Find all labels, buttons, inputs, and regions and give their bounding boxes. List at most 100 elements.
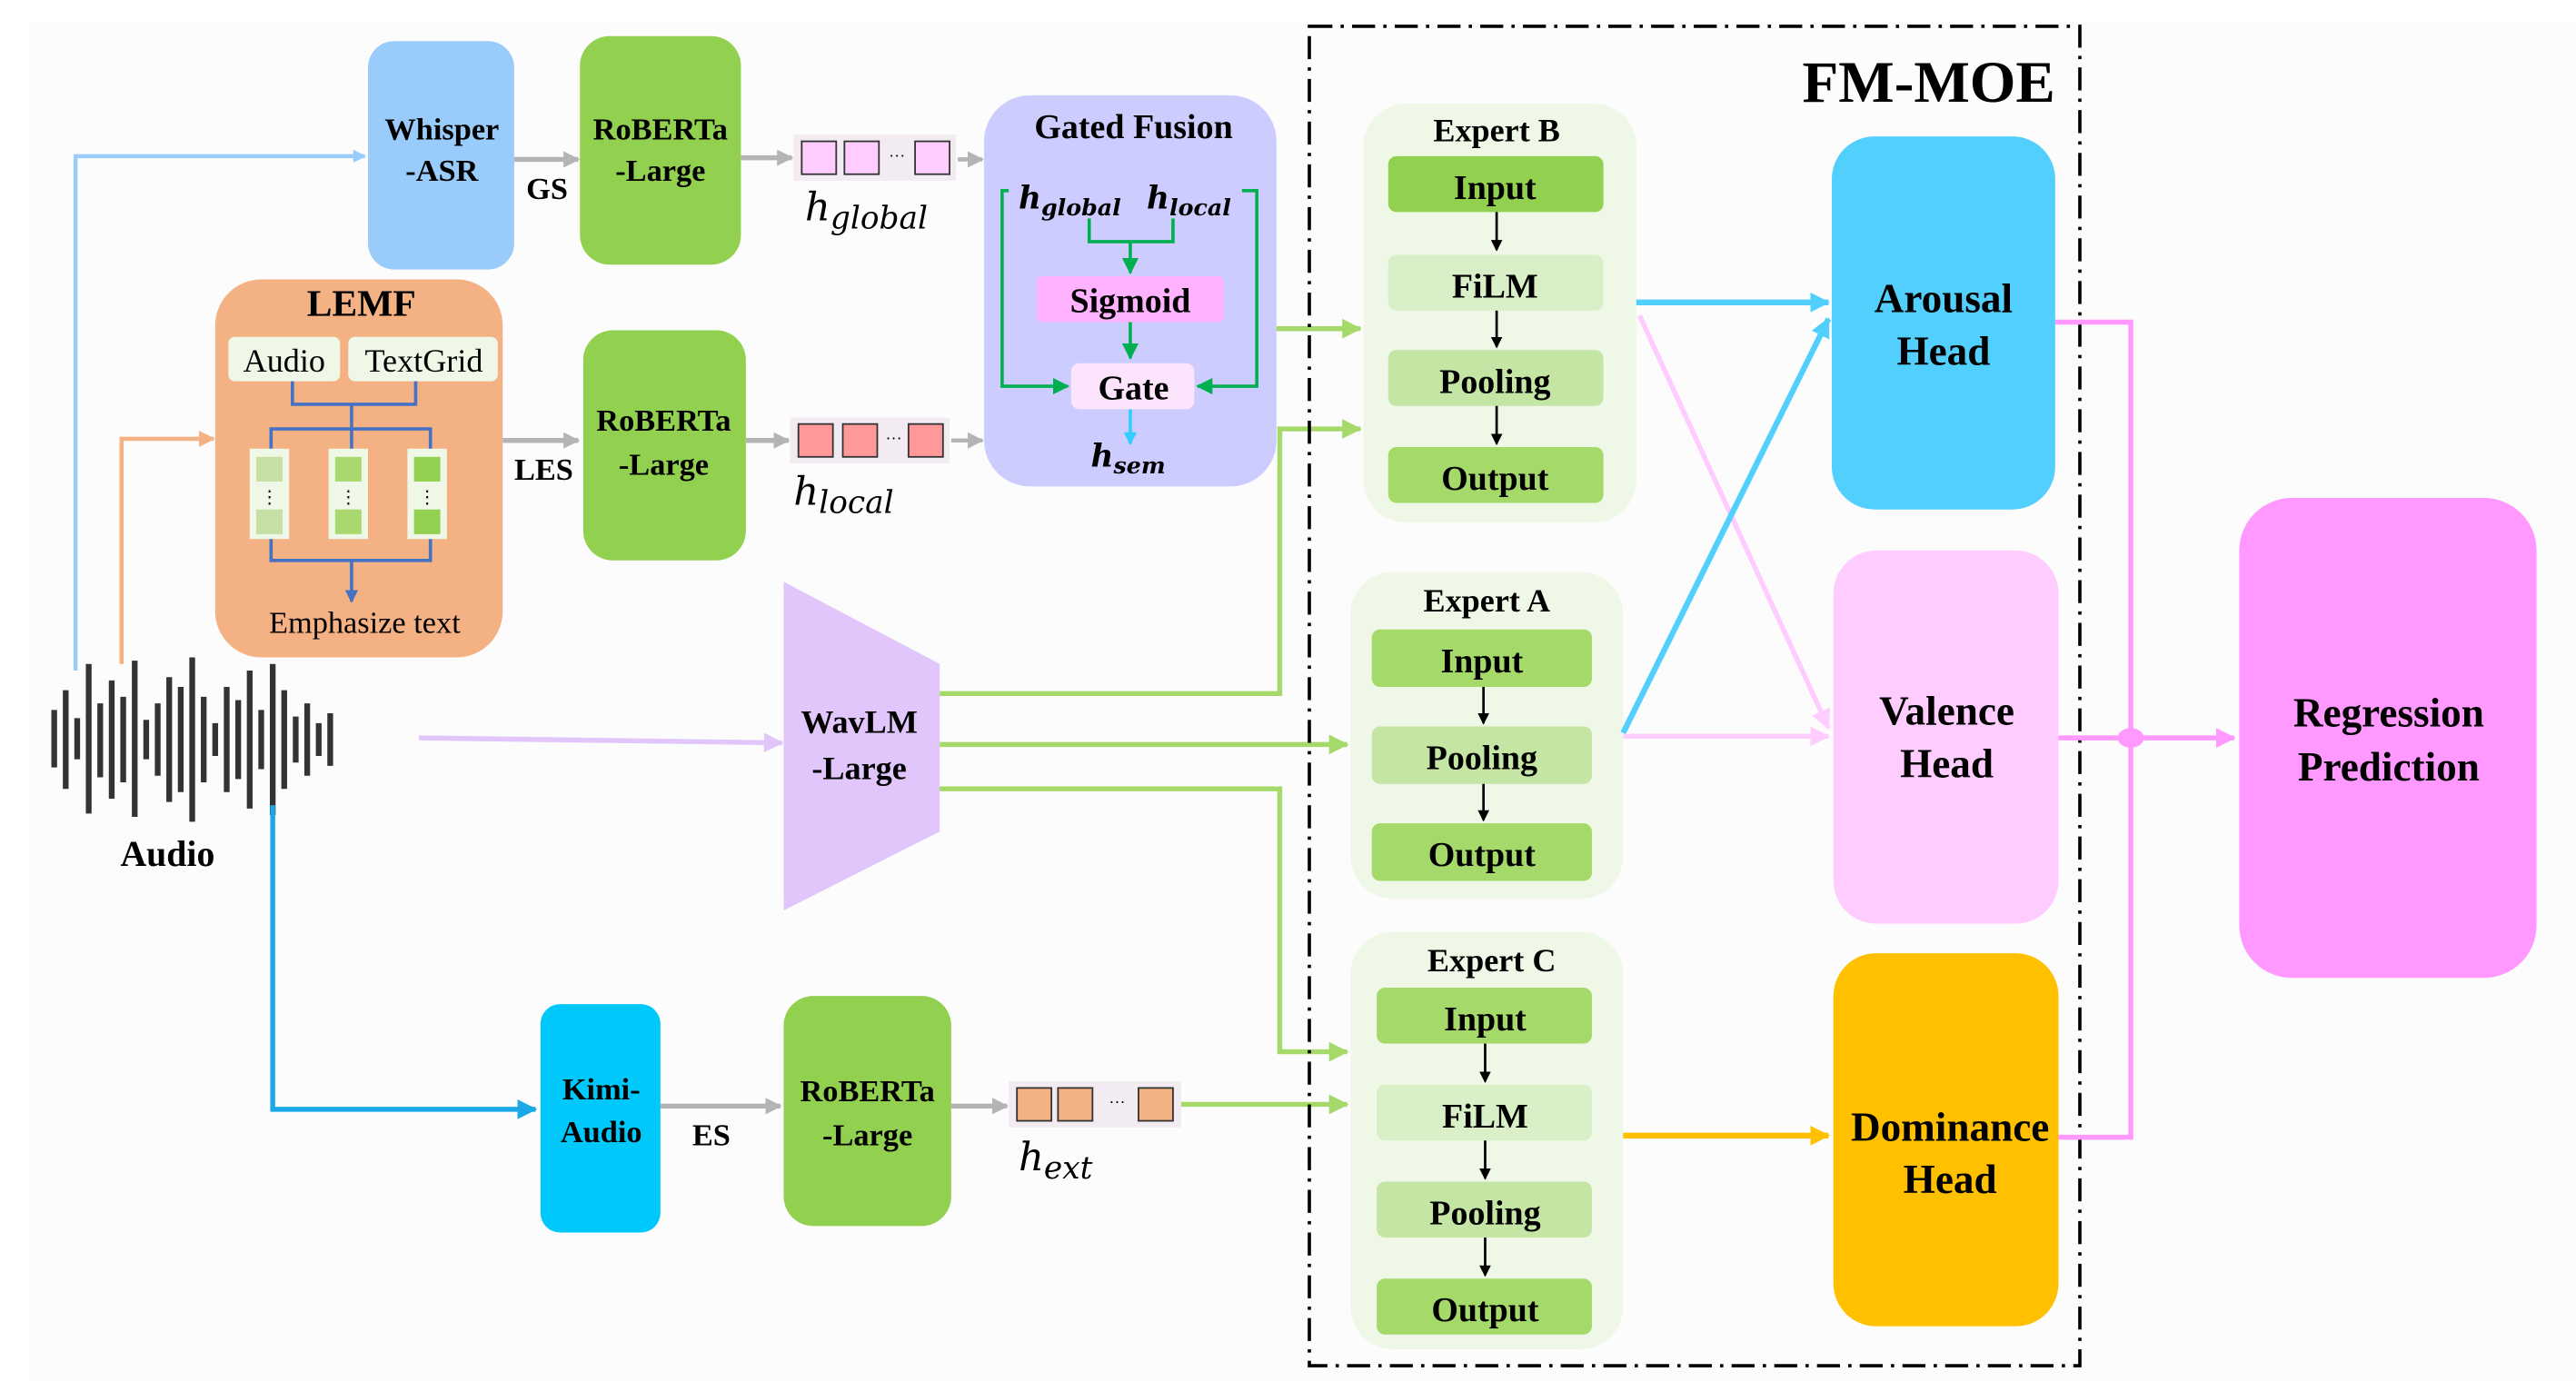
expert-c-film [1377, 1084, 1592, 1141]
gs-edge-label: GS [526, 172, 568, 206]
lemf-audio-tag-label: Audio [244, 343, 325, 379]
svg-text:Regression: Regression [2293, 690, 2484, 735]
wavlm-line1: WavLM [801, 704, 918, 741]
expert-to-head-arrows [1620, 292, 1832, 1146]
wavlm-line2: -Large [811, 750, 906, 786]
sigmoid-label: Sigmoid [1069, 283, 1190, 321]
expert-a-pooling [1371, 726, 1592, 784]
lemf-block[interactable]: LEMF Audio TextGrid ⋮ ⋮ ⋮ [214, 279, 503, 658]
h-ext-label: hext [1019, 1135, 1093, 1187]
svg-text:FiLM: FiLM [1452, 267, 1538, 305]
lemf-audio-tag [228, 336, 341, 382]
svg-text:Valence: Valence [1879, 689, 2014, 734]
lemf-textgrid-tag [348, 336, 498, 382]
svg-text:Pooling: Pooling [1439, 363, 1550, 401]
expert-input-arrows [940, 318, 1362, 1115]
svg-text:Output: Output [1441, 460, 1549, 498]
expert-c-output [1377, 1278, 1592, 1335]
h-global-label: hglobal [805, 184, 928, 236]
arousal-head-block[interactable]: Arousal Head [1831, 136, 2055, 510]
expert-c-pooling [1377, 1181, 1592, 1238]
gf-connectors [1000, 189, 1258, 395]
roberta-large-global-block[interactable]: RoBERTa -Large [580, 35, 741, 265]
svg-text:Input: Input [1454, 169, 1537, 207]
kimi-line2: Audio [561, 1115, 642, 1149]
lemf-title: LEMF [307, 282, 416, 323]
aggregation-junction [2117, 728, 2144, 748]
expert-b-film [1387, 254, 1604, 311]
lemf-textgrid-tag-label: TextGrid [364, 343, 482, 379]
svg-text:···: ··· [886, 429, 902, 447]
svg-text:Head: Head [1896, 329, 1990, 374]
fm-moe-frame [1308, 25, 2082, 1367]
svg-text:Arousal: Arousal [1875, 276, 2013, 322]
fm-moe-title: FM-MOE [1803, 50, 2055, 115]
svg-text:⋮: ⋮ [261, 487, 279, 507]
valence-head-block[interactable]: Valence Head [1833, 550, 2059, 924]
les-edge-label: LES [514, 452, 573, 487]
svg-text:⋮: ⋮ [339, 487, 357, 507]
gated-fusion-block[interactable]: Gated Fusion hglobal hlocal Sigmoid Gate… [984, 94, 1277, 487]
kimi-line1: Kimi- [562, 1072, 641, 1107]
roberta-large-local-block[interactable]: RoBERTa -Large [582, 330, 746, 561]
svg-text:Pooling: Pooling [1429, 1195, 1540, 1233]
roberta-large-ext-block[interactable]: RoBERTa -Large [783, 996, 951, 1227]
gated-fusion-title: Gated Fusion [1034, 108, 1232, 146]
expert-b-block[interactable]: Expert B Input FiLM Pooling Output [1363, 103, 1636, 523]
svg-text:⋮: ⋮ [418, 487, 436, 507]
h-global-ellipsis: ··· [889, 146, 905, 164]
svg-text:FiLM: FiLM [1442, 1098, 1528, 1136]
gate-label: Gate [1099, 370, 1169, 408]
whisper-label-line1: Whisper [384, 113, 499, 147]
svg-text:Dominance: Dominance [1851, 1104, 2049, 1149]
expert-a-title: Expert A [1423, 582, 1550, 619]
roberta-mid-line1: RoBERTa [596, 403, 731, 438]
expert-b-input [1387, 155, 1604, 213]
h-local-label: hlocal [793, 469, 893, 521]
roberta-top-line2: -Large [615, 154, 705, 188]
dominance-head-block[interactable]: Dominance Head [1833, 953, 2059, 1327]
audio-to-kimi-arrow [270, 805, 538, 1119]
expert-c-block[interactable]: Expert C Input FiLM Pooling Output [1350, 931, 1624, 1349]
audio-to-lemf-arrow [119, 430, 215, 664]
svg-text:Pooling: Pooling [1427, 739, 1537, 777]
roberta-bot-line1: RoBERTa [801, 1074, 935, 1109]
roberta-bot-line2: -Large [822, 1119, 912, 1153]
whisper-label-line2: -ASR [405, 154, 479, 188]
regression-prediction-block[interactable]: Regression Prediction [2239, 498, 2537, 979]
expert-c-input [1377, 988, 1592, 1044]
expert-a-input [1371, 629, 1592, 688]
expert-b-pooling [1387, 350, 1604, 406]
wavlm-large-block[interactable]: WavLM -Large [783, 582, 940, 911]
audio-to-whisper-arrow [73, 149, 367, 671]
svg-text:···: ··· [1109, 1093, 1125, 1111]
svg-text:Output: Output [1431, 1291, 1539, 1329]
svg-text:Input: Input [1440, 642, 1523, 681]
h-global-vector: ··· [793, 134, 957, 181]
expert-b-title: Expert B [1433, 113, 1560, 149]
svg-text:Input: Input [1444, 1000, 1527, 1039]
sigmoid-block [1036, 275, 1224, 323]
expert-b-output [1387, 446, 1604, 503]
roberta-mid-line2: -Large [619, 448, 709, 482]
gf-input-global: hglobal [1019, 181, 1121, 221]
expert-a-output [1371, 823, 1592, 881]
gf-output-hsem: hsem [1091, 439, 1166, 479]
h-ext-vector: ··· [1009, 1081, 1181, 1128]
expert-a-block[interactable]: Expert A Input Pooling Output [1350, 572, 1624, 900]
es-edge-label: ES [692, 1119, 731, 1153]
lemf-output-label: Emphasize text [269, 605, 461, 640]
svg-text:Head: Head [1904, 1157, 1997, 1202]
lemf-token-column-3: ⋮ [407, 448, 447, 540]
svg-text:Prediction: Prediction [2298, 744, 2480, 790]
audio-input-label: Audio [120, 834, 214, 874]
kimi-audio-block[interactable]: Kimi- Audio [540, 1004, 661, 1233]
whisper-asr-block[interactable]: Whisper -ASR [368, 41, 514, 270]
h-local-vector: ··· [790, 417, 950, 464]
audio-to-wavlm-arrow [419, 732, 784, 753]
svg-text:Output: Output [1428, 836, 1537, 874]
expert-c-title: Expert C [1427, 942, 1557, 979]
lemf-token-column-1: ⋮ [249, 448, 290, 540]
svg-text:Head: Head [1900, 741, 1994, 787]
